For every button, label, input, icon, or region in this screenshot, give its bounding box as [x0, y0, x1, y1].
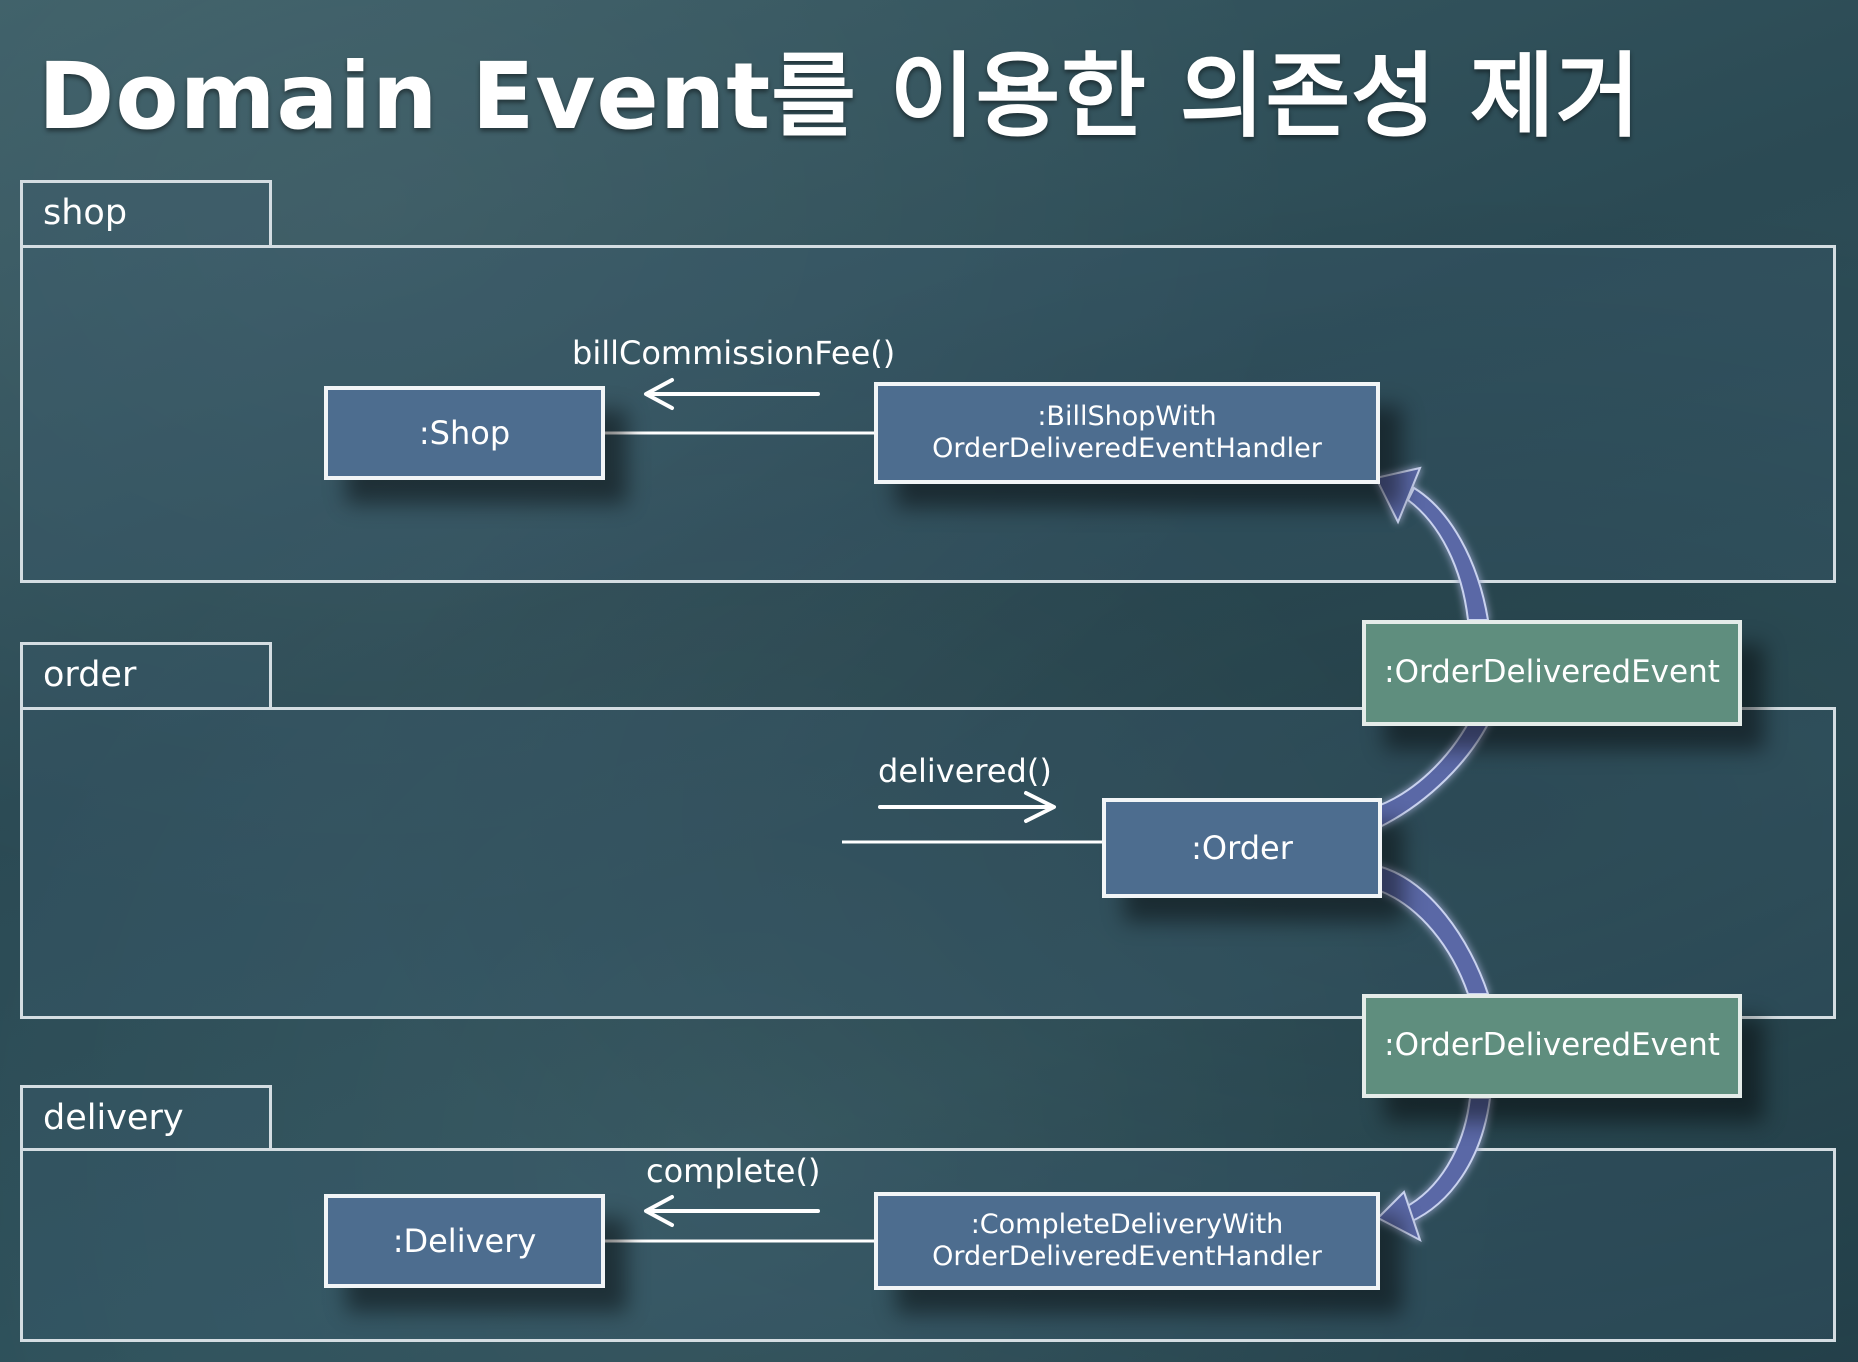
- package-tab-shop: shop: [20, 180, 272, 248]
- object-order-label: :Order: [1191, 828, 1293, 867]
- arrow-delivered: [878, 791, 1056, 823]
- object-bill-shop-handler-line1: :BillShopWith: [1037, 400, 1217, 432]
- object-shop-label: :Shop: [418, 413, 511, 452]
- object-delivery: :Delivery: [324, 1194, 605, 1288]
- message-bill-commission-fee: billCommissionFee(): [572, 334, 896, 372]
- curved-arrow-upper-event-to-bill-handler: [1374, 466, 1490, 621]
- object-delivery-label: :Delivery: [392, 1221, 537, 1260]
- object-bill-shop-handler-line2: OrderDeliveredEventHandler: [932, 433, 1322, 464]
- arrow-bill-commission-fee: [644, 378, 820, 410]
- message-delivered: delivered(): [878, 752, 1052, 790]
- event-order-delivered-lower-label: :OrderDeliveredEvent: [1384, 1027, 1720, 1064]
- event-order-delivered-upper: :OrderDeliveredEvent: [1362, 620, 1742, 726]
- message-complete: complete(): [646, 1152, 821, 1190]
- package-body-order: [20, 707, 1836, 1019]
- event-order-delivered-lower: :OrderDeliveredEvent: [1362, 994, 1742, 1098]
- curved-arrow-lower-event-to-complete-handler: [1376, 1097, 1492, 1243]
- object-complete-delivery-handler-line2: OrderDeliveredEventHandler: [932, 1241, 1322, 1272]
- object-order: :Order: [1102, 798, 1382, 898]
- object-complete-delivery-handler: :CompleteDeliveryWith OrderDeliveredEven…: [874, 1192, 1380, 1290]
- curved-arrow-order-to-upper-event: [1377, 719, 1492, 830]
- object-bill-shop-handler: :BillShopWith OrderDeliveredEventHandler: [874, 382, 1380, 484]
- object-shop: :Shop: [324, 386, 605, 480]
- event-order-delivered-upper-label: :OrderDeliveredEvent: [1384, 654, 1720, 691]
- arrow-complete: [644, 1195, 820, 1227]
- object-complete-delivery-handler-line1: :CompleteDeliveryWith: [970, 1208, 1284, 1240]
- slide-title: Domain Event를 이용한 의존성 제거: [38, 43, 1642, 150]
- package-tab-order: order: [20, 642, 272, 710]
- curved-arrow-order-to-lower-event: [1377, 864, 1490, 995]
